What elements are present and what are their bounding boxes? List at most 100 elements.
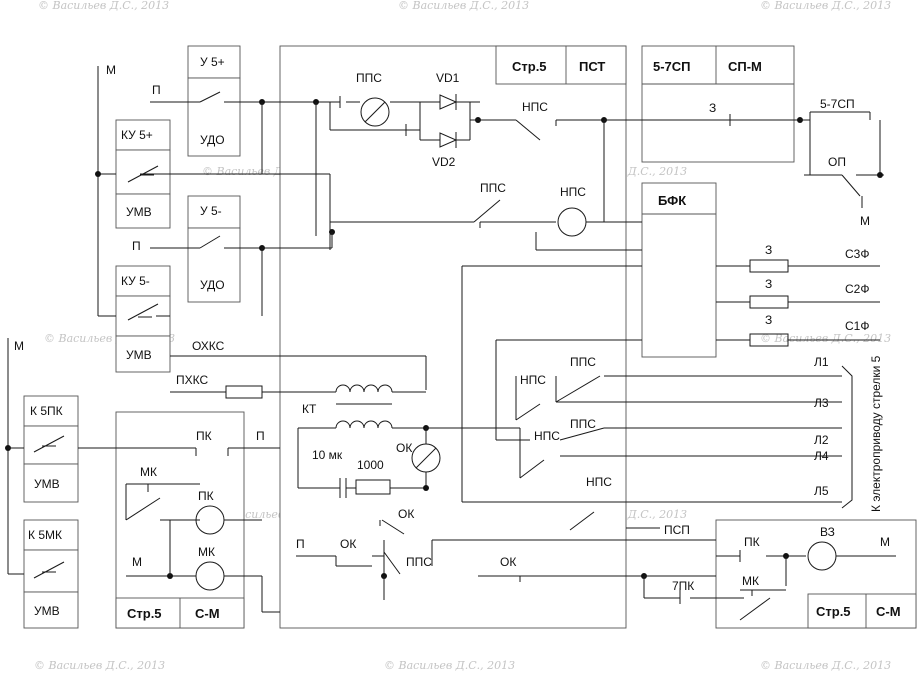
s3f-label: С3Ф — [845, 247, 869, 261]
l2-label: Л2 — [814, 433, 829, 447]
m-low-label: М — [132, 555, 142, 569]
pkhks-label: ПХКС — [176, 373, 208, 387]
ku5p-contact-cell — [115, 149, 171, 195]
sm2-label: С-М — [876, 604, 901, 619]
watermark-13: © Васильев Д.С., 2013 — [760, 659, 891, 672]
bfk-outputs: З С3Ф З С2Ф З С1Ф — [461, 243, 880, 503]
op-label: ОП — [828, 155, 846, 169]
z1-label: З — [765, 243, 772, 257]
vd2-icon — [439, 132, 458, 148]
udo1-cell — [187, 77, 241, 157]
pps5-label: ППС — [406, 555, 432, 569]
mk1-label: МК — [140, 465, 157, 479]
umv1-label: УМВ — [126, 205, 152, 219]
m-vz-label: М — [880, 535, 890, 549]
udo1-label: УДО — [200, 133, 225, 147]
junction-dot — [95, 171, 101, 177]
bfk-label: БФК — [658, 193, 686, 208]
watermark-12: © Васильев Д.С., 2013 — [384, 659, 515, 672]
sp-circuit: З 5-7СП ОП М — [706, 97, 884, 228]
sm-inner: ПК П МК ПК МК М — [125, 429, 280, 613]
mk2-label: МК — [198, 545, 215, 559]
nps3-label: НПС — [520, 373, 546, 387]
pst-str5-label: Стр.5 — [512, 59, 547, 74]
pk1-label: ПК — [196, 429, 212, 443]
pps4-label: ППС — [570, 417, 596, 431]
bfk-block — [641, 182, 717, 358]
sp57b-label: 5-7СП — [820, 97, 855, 111]
ku5m-label: КУ 5- — [121, 274, 150, 288]
z-top-label: З — [709, 101, 716, 115]
s1f-label: С1Ф — [845, 319, 869, 333]
k5mk-label: К 5МК — [28, 528, 62, 542]
sm2-str5-label: Стр.5 — [816, 604, 851, 619]
ok-pps-circuit: ОК П ОК ППС — [296, 507, 432, 600]
m-right-label: М — [860, 214, 870, 228]
l4-label: Л4 — [814, 449, 829, 463]
left-m-bus: М — [5, 338, 196, 579]
k5mk-contact-cell — [23, 549, 79, 593]
vd2-label: VD2 — [432, 155, 456, 169]
side-label: К электроприводу стрелки 5 — [869, 355, 883, 512]
umv4-cell — [23, 591, 79, 629]
z3-label: З — [765, 313, 772, 327]
nps2-label: НПС — [560, 185, 586, 199]
nps-relay-circuit: ППС НПС — [280, 173, 642, 251]
nps4-label: НПС — [534, 429, 560, 443]
sm-label: С-М — [195, 606, 220, 621]
m-top-label: М — [106, 63, 116, 77]
okhks-label: ОХКС — [192, 339, 225, 353]
ok3-label: ОК — [340, 537, 356, 551]
ok2-label: ОК — [398, 507, 414, 521]
p-top-label: П — [152, 83, 161, 97]
p-mid-circuit: П — [132, 232, 333, 316]
r1000-label: 1000 — [357, 458, 384, 472]
c10-label: 10 мк — [312, 448, 343, 462]
p-top-circuit: П ППС VD1 VD2 НПС — [150, 71, 706, 236]
umv1-cell — [115, 193, 171, 229]
ku5m-cell — [115, 265, 171, 297]
pps-relay-icon — [360, 97, 390, 127]
l1-label: Л1 — [814, 355, 829, 369]
vd1-icon — [439, 94, 458, 110]
pst-label: ПСТ — [579, 59, 605, 74]
umv3-label: УМВ — [34, 477, 60, 491]
p-low-label: П — [296, 537, 305, 551]
u5m-label: У 5- — [200, 204, 222, 218]
l3-label: Л3 — [814, 396, 829, 410]
k5pk-cell — [23, 395, 79, 427]
pps2-label: ППС — [480, 181, 506, 195]
ku5p-label: КУ 5+ — [121, 128, 153, 142]
u5p-cell — [187, 45, 241, 79]
watermark-8: © Васильев Д.С., 2013 — [760, 332, 891, 345]
ok4-label: ОК — [500, 555, 516, 569]
pk3-label: ПК — [744, 535, 760, 549]
pst-block-outline — [279, 45, 627, 629]
umv4-label: УМВ — [34, 604, 60, 618]
watermark-3: © Васильев Д.С., 2013 — [760, 0, 891, 12]
watermark-11: © Васильев Д.С., 2013 — [34, 659, 165, 672]
u5p-label: У 5+ — [200, 55, 225, 69]
watermark-1: © Васильев Д.С., 2013 — [38, 0, 169, 12]
k5mk-cell — [23, 519, 79, 551]
umv3-cell — [23, 463, 79, 503]
l5-label: Л5 — [814, 484, 829, 498]
sp-block-outline — [641, 45, 795, 163]
spm-label: СП-М — [728, 59, 762, 74]
psp-circuit: ПСП ОК 7ПК — [431, 523, 744, 604]
left-bus: М — [95, 63, 280, 321]
line-outputs: ППС НПС Л1 Л3 ППС НПС Л2 Л4 НПС Л5 К эле… — [496, 355, 883, 531]
pps3-label: ППС — [570, 355, 596, 369]
sm2-title-cell — [807, 593, 917, 629]
l-bracket — [841, 365, 853, 509]
pk2-label: ПК — [198, 489, 214, 503]
sm-str5-label: Стр.5 — [127, 606, 162, 621]
kt-circuit: ОХКС ПХКС КТ 10 мк 1000 ОК — [170, 339, 520, 498]
umv2-label: УМВ — [126, 348, 152, 362]
kt-label: КТ — [302, 402, 317, 416]
k5pk-contact-cell — [23, 425, 79, 465]
pps-top-label: ППС — [356, 71, 382, 85]
mk3-label: МК — [742, 574, 759, 588]
vz-circuit: ПК ВЗ М МК — [716, 525, 896, 621]
